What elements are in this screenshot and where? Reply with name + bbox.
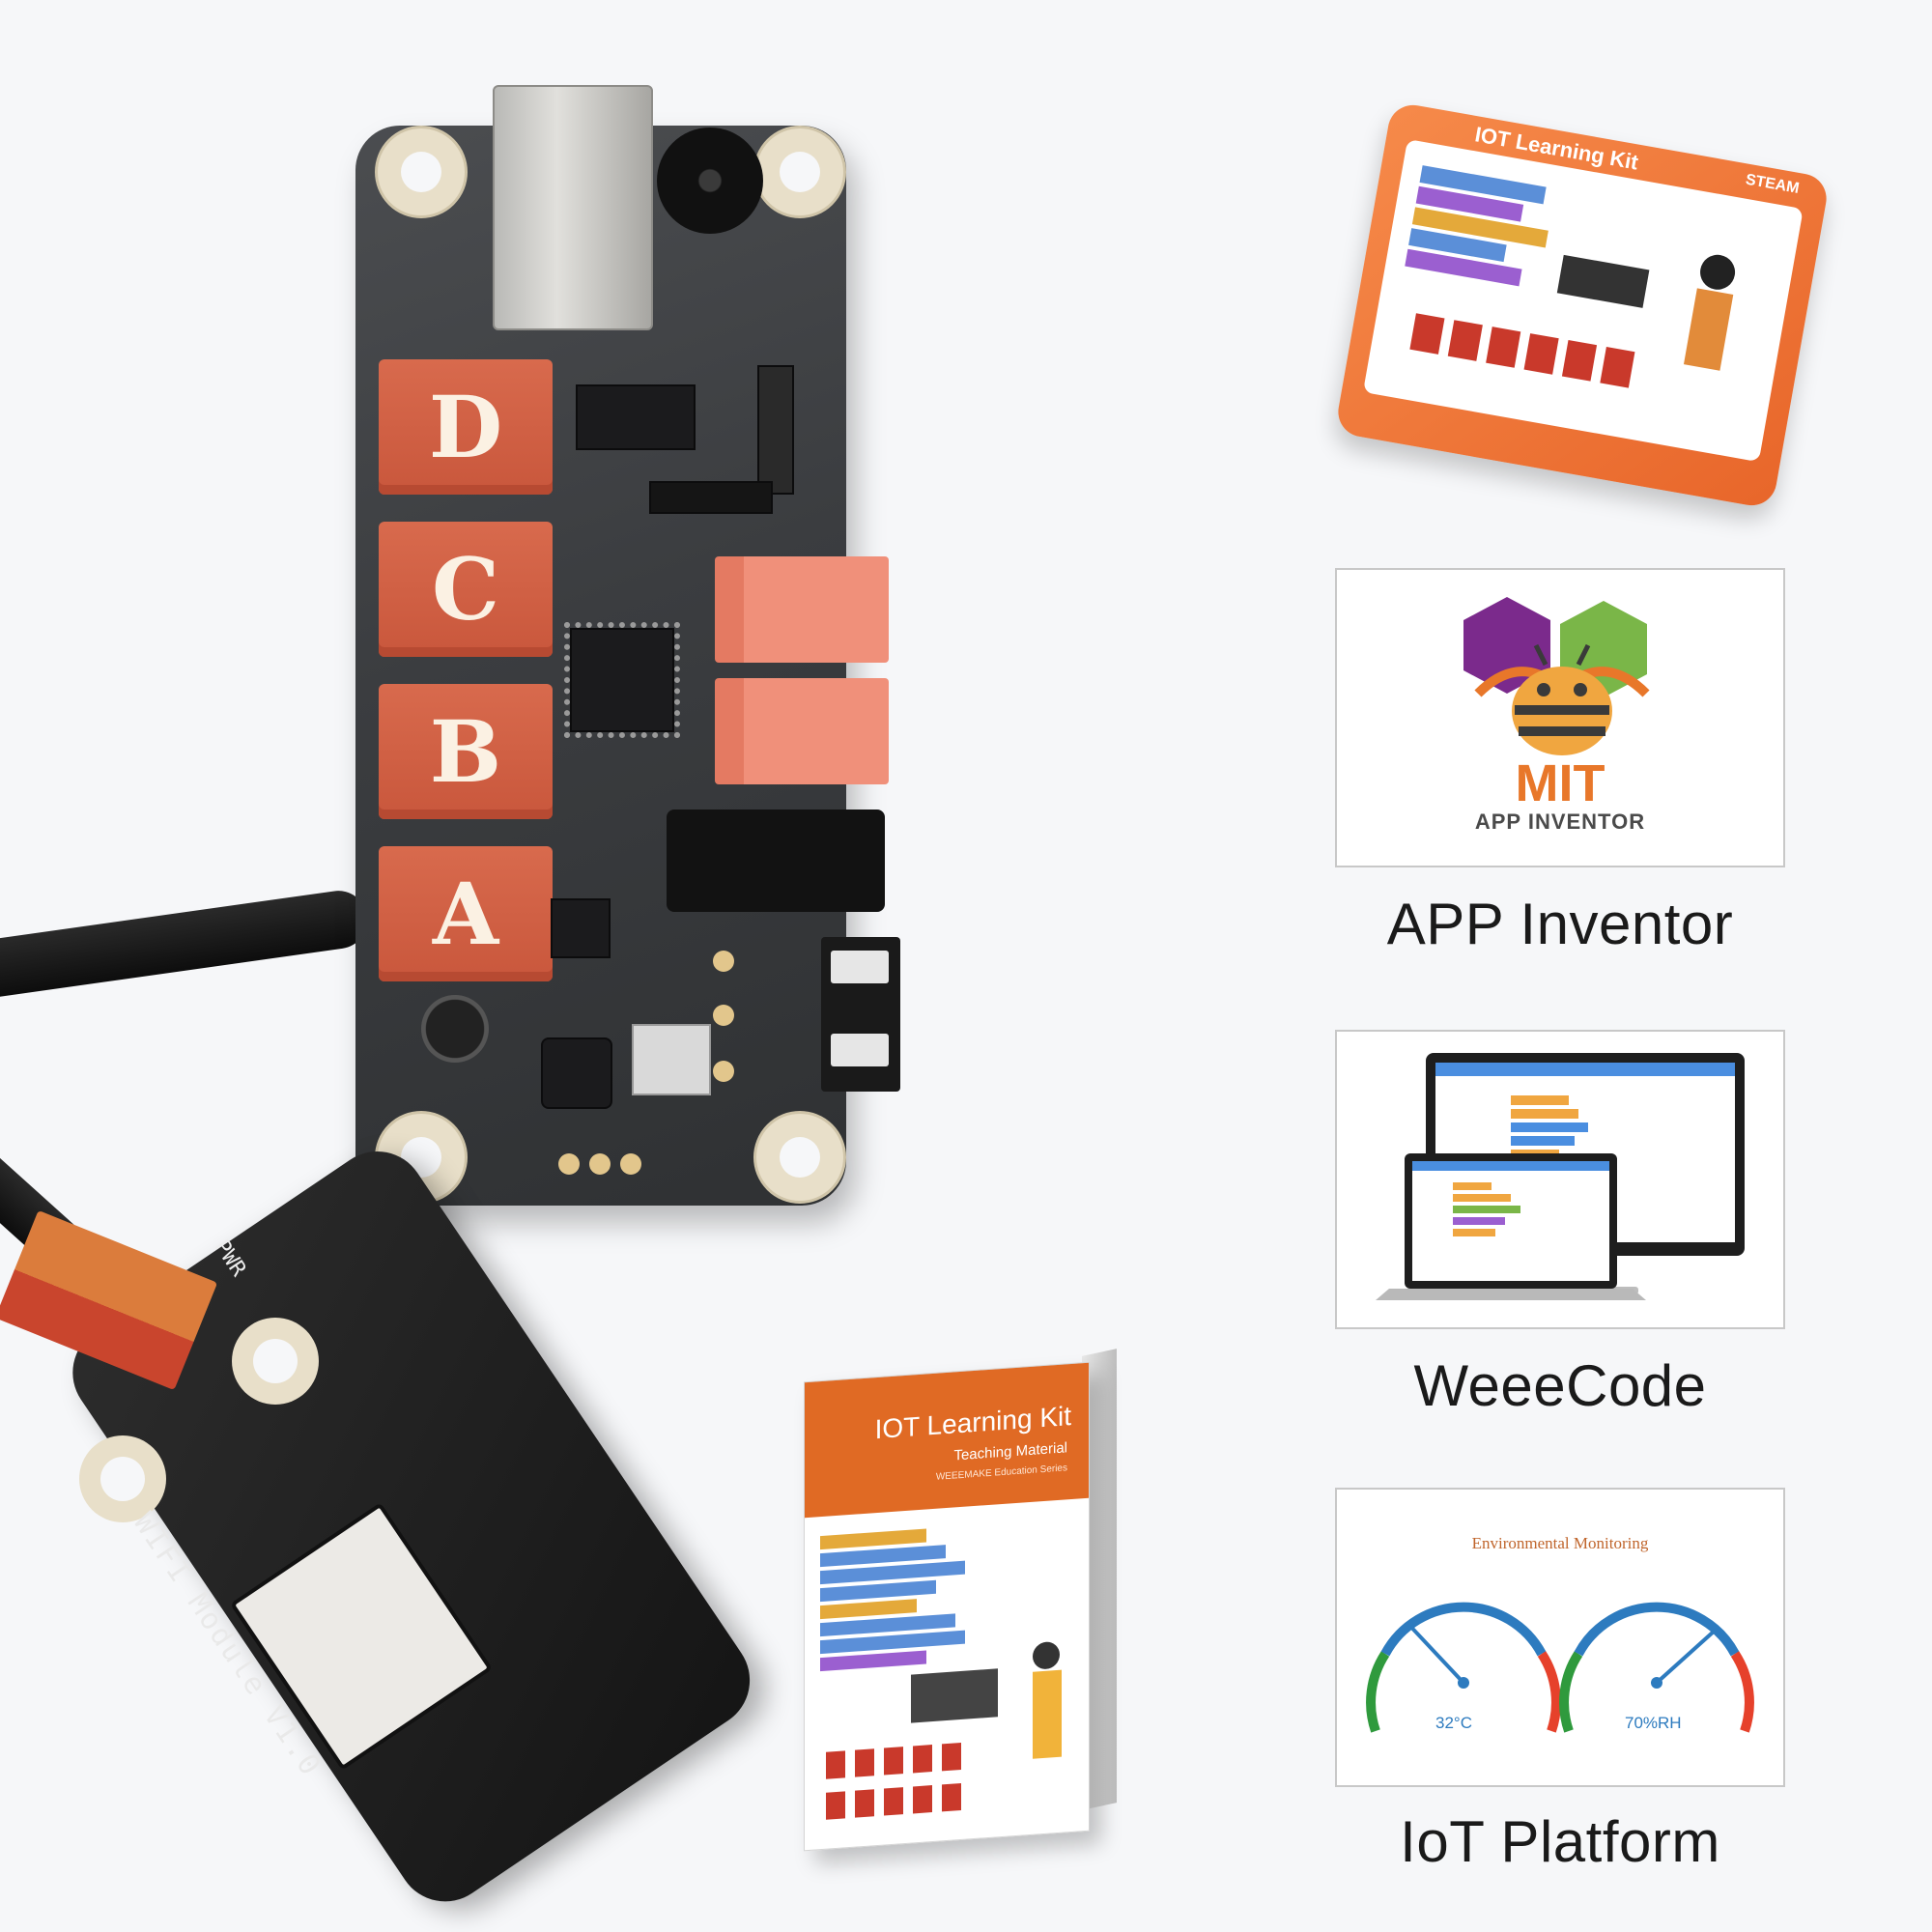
terminal-block [715,678,889,784]
pin-header [757,365,794,495]
weeecode-panel [1335,1030,1785,1329]
port-b: B [379,684,553,819]
buzzer [657,128,763,234]
kit-box-window [1362,138,1804,463]
kit-box-badge: STEAM [1744,171,1801,197]
temperature-gauge [1366,1602,1561,1733]
solder-pad [713,1061,734,1082]
humidity-reading: 70%RH [1625,1714,1682,1732]
port-letter: C [431,539,500,639]
microcontroller-chip [564,622,680,738]
humidity-gauge [1559,1602,1754,1733]
terminal-block [715,556,889,663]
pin-header [649,481,773,514]
kit-box-contents [1405,165,1736,388]
book-cover-header: IOT Learning Kit Teaching Material WEEEM… [805,1362,1089,1519]
port-letter: B [429,701,502,802]
port-a: A [379,846,553,981]
solder-pad [713,1005,734,1026]
book-series: WEEEMAKE Education Series [935,1463,1067,1483]
regulator-chip [551,898,611,958]
power-switch [821,937,900,1092]
mit-logo-subtitle: APP INVENTOR [1474,810,1646,834]
mit-bee-icon [1463,597,1650,755]
port-letter: D [428,377,503,477]
power-jack [667,810,885,912]
solder-pad [558,1153,580,1175]
mount-hole [79,1435,166,1522]
wifi-port [0,1209,218,1391]
solder-pad [589,1153,611,1175]
solder-pad [620,1153,641,1175]
mount-hole [753,126,846,218]
gauges [1366,1602,1754,1733]
book-cover-art [820,1528,1062,1820]
port-d: D [379,359,553,495]
mount-hole [375,126,468,218]
mount-hole [232,1318,319,1405]
weeecode-caption: WeeeCode [1413,1353,1707,1418]
book-subtitle: Teaching Material [953,1439,1067,1464]
iot-platform-panel: Environmental Monitoring 32°C 70%RH [1335,1488,1785,1787]
driver-chip [576,384,696,450]
mit-logo-word: MIT [1515,754,1605,812]
ir-receiver [541,1037,612,1109]
port-c: C [379,522,553,657]
iot-dashboard-title: Environmental Monitoring [1471,1534,1649,1552]
mount-hole [753,1111,846,1204]
solder-pad [713,951,734,972]
book-title: IOT Learning Kit [874,1400,1071,1445]
inductor [632,1024,711,1095]
app-inventor-caption: APP Inventor [1386,892,1734,956]
weeecode-screens-icon [1376,1053,1745,1300]
microphone [421,995,489,1063]
temperature-reading: 32°C [1435,1714,1472,1732]
iot-platform-caption: IoT Platform [1400,1809,1720,1874]
port-letter: A [432,864,499,964]
teaching-book: IOT Learning Kit Teaching Material WEEEM… [804,1361,1090,1852]
kit-box: IOT Learning Kit STEAM [1334,100,1831,510]
app-inventor-panel: MIT APP INVENTOR [1335,568,1785,867]
usb-connector [493,85,653,330]
cable [0,887,372,1002]
